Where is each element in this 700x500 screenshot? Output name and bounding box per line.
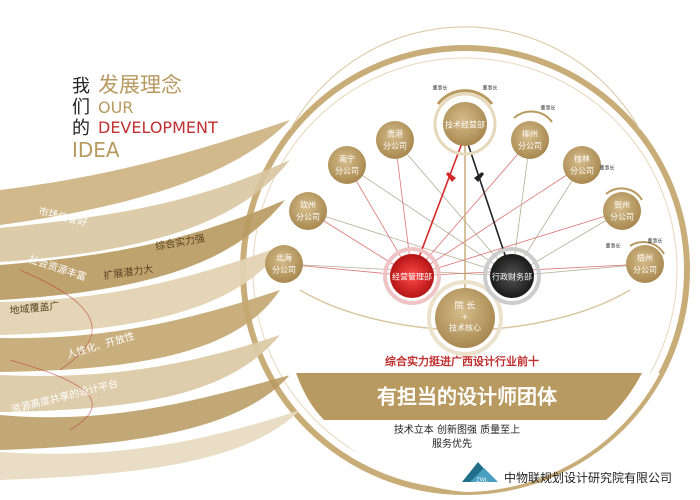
company-logo-icon: ZWL	[462, 462, 498, 484]
title-block: 我 们 的 发展理念 OUR DEVELOPMENT IDEA	[72, 73, 218, 162]
title-en-line2: DEVELOPMENT	[98, 118, 218, 137]
center-node-line3: 技术核心	[449, 323, 481, 333]
branch-small-label-1: 董事长	[540, 105, 555, 112]
slogan-text: 有担当的设计师团体	[377, 385, 558, 409]
branch-node-guigang: 贵港 分公司	[376, 121, 414, 159]
company-name: 中物联规划设计研究院有限公司	[504, 470, 672, 485]
svg-text:ZWL: ZWL	[476, 478, 487, 484]
branch-node-liuzhou: 柳州 分公司	[511, 110, 553, 159]
svg-text:钦州: 钦州	[300, 200, 316, 210]
left-hub: 经营管理部	[383, 247, 441, 305]
slogan-gold-band	[296, 373, 642, 420]
arrow-icons	[446, 172, 484, 182]
svg-text:分公司: 分公司	[610, 213, 634, 222]
svg-text:桂林: 桂林	[574, 154, 590, 164]
red-arrow-icon	[446, 172, 456, 182]
right-hub-label: 行政财务部	[492, 272, 532, 282]
values-line2: 服务优先	[432, 437, 472, 450]
center-node: 院 长 + 技术核心	[427, 280, 503, 356]
company-footer: ZWL 中物联规划设计研究院有限公司	[462, 462, 672, 485]
title-cn-main: 发展理念	[98, 73, 182, 97]
svg-text:贺州: 贺州	[614, 200, 630, 210]
branch-node-hezhou: 贺州 分公司	[603, 187, 643, 230]
svg-text:分公司: 分公司	[296, 213, 320, 222]
left-hub-label: 经营管理部	[392, 272, 432, 282]
svg-text:分公司: 分公司	[518, 142, 542, 151]
slogan-band: 综合实力挺进广西设计行业前十 有担当的设计师团体 技术立本 创新图强 质量至上 …	[287, 354, 660, 492]
center-node-line1: 院 长	[455, 300, 476, 312]
ribbons	[0, 120, 300, 480]
branch-small-label-3: 董事长	[605, 243, 620, 250]
title-cn-char-3: 的	[72, 118, 90, 139]
title-cn-char-2: 们	[72, 97, 90, 118]
ranking-text: 综合实力挺进广西设计行业前十	[385, 354, 539, 368]
branch-node-qinzhou: 钦州 分公司	[289, 192, 327, 230]
top-node: 技术经营部 董事长 董事长	[432, 85, 498, 156]
branch-node-wuzhou: 梧州 分公司	[626, 241, 665, 283]
svg-text:贵港: 贵港	[387, 129, 403, 139]
svg-text:分公司: 分公司	[570, 167, 594, 176]
top-small-label-2: 董事长	[482, 85, 497, 92]
values-line1: 技术立本 创新图强 质量至上	[394, 423, 520, 436]
title-en-line3: IDEA	[72, 138, 120, 162]
title-cn-char-1: 我	[72, 76, 90, 97]
branch-nodes: 贵港 分公司 南宁 分公司 钦州 分公司 北海 分公司 柳州 分公司 桂林 分公…	[265, 105, 665, 283]
top-node-label: 技术经营部	[445, 120, 485, 130]
center-node-line2: +	[462, 313, 469, 322]
branch-small-label-2: 董事长	[599, 165, 614, 172]
svg-text:柳州: 柳州	[522, 129, 538, 139]
right-hub: 行政财务部	[483, 247, 541, 305]
svg-text:南宁: 南宁	[339, 154, 355, 164]
branch-node-beihai: 北海 分公司	[265, 245, 303, 283]
branch-node-guilin: 桂林 分公司	[563, 146, 601, 184]
branch-node-nanning: 南宁 分公司	[328, 146, 366, 184]
dark-arrow-icon	[474, 172, 484, 182]
svg-text:分公司: 分公司	[335, 167, 359, 176]
svg-text:梧州: 梧州	[637, 253, 653, 263]
svg-text:分公司: 分公司	[272, 266, 296, 275]
top-small-label-1: 董事长	[432, 85, 447, 92]
svg-text:分公司: 分公司	[633, 266, 657, 275]
svg-text:分公司: 分公司	[383, 142, 407, 151]
branch-small-label-4: 董事长	[647, 238, 662, 245]
svg-text:北海: 北海	[276, 253, 292, 263]
title-en-line1: OUR	[98, 98, 133, 117]
